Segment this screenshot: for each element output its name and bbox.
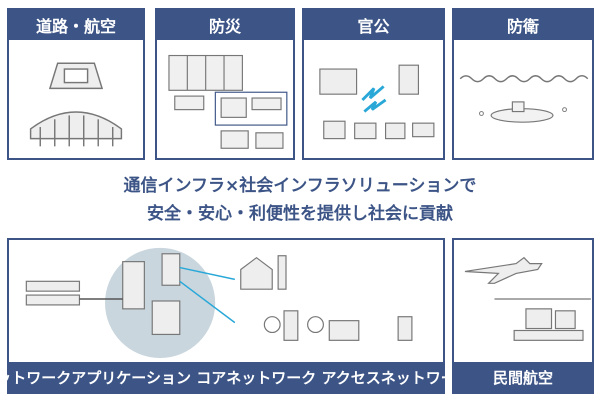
panel-title: 民間航空 <box>454 362 592 392</box>
tagline: 通信インフラ×社会インフラソリューションで 安全・安心・利便性を提供し社会に貢献 <box>0 172 600 228</box>
defense-illustration <box>454 42 592 156</box>
panel-title: 防災 <box>157 10 293 40</box>
tagline-line2: 安全・安心・利便性を提供し社会に貢献 <box>147 204 453 224</box>
disaster-prevention-illustration <box>157 42 293 156</box>
government-illustration <box>304 42 443 156</box>
civil-aviation-illustration <box>454 240 592 360</box>
network-illustration <box>9 240 443 360</box>
network-panel-label: ネットワークアプリケーション コアネットワーク アクセスネットワーク <box>0 362 471 392</box>
panel-disaster-prevention: 防災 <box>155 8 295 160</box>
panel-title: 防衛 <box>454 10 592 40</box>
tagline-line1: 通信インフラ×社会インフラソリューションで <box>123 176 477 196</box>
panel-title: 道路・航空 <box>9 10 143 40</box>
panel-title: 官公 <box>304 10 443 40</box>
panel-government: 官公 <box>302 8 445 160</box>
panel-civil-aviation: 民間航空 <box>452 238 594 394</box>
panel-defense: 防衛 <box>452 8 594 160</box>
panel-network: ネットワークアプリケーション コアネットワーク アクセスネットワーク <box>0 238 471 394</box>
panel-road-aviation: 道路・航空 <box>7 8 145 160</box>
road-aviation-illustration <box>9 42 143 156</box>
